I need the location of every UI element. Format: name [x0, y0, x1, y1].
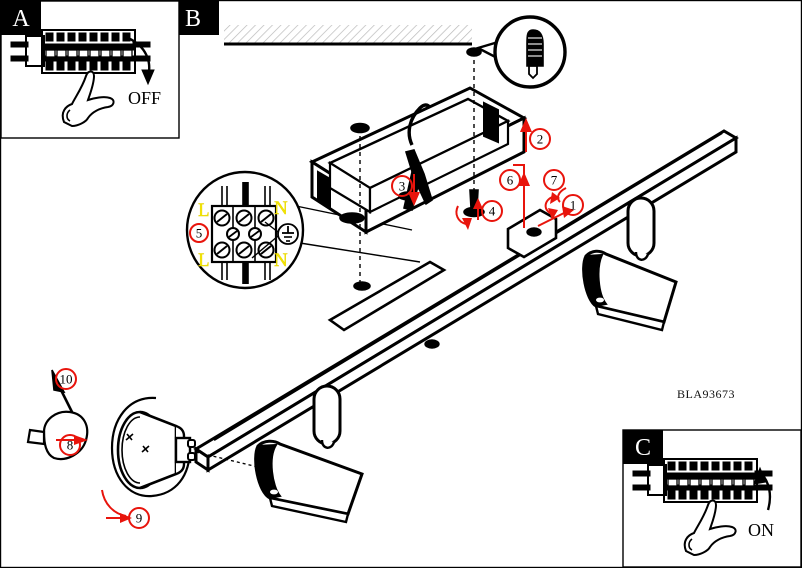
wall-anchor-icon [526, 29, 544, 80]
step-9-bubble [128, 507, 150, 529]
wall-plug-detail [474, 15, 567, 89]
earth-ground-symbol [251, 221, 299, 259]
step-2-bubble [529, 128, 551, 150]
terminal-leader-line [299, 242, 421, 263]
step-5-number: 5 [196, 226, 203, 241]
step-2-arrow [520, 118, 532, 152]
terminal-block-detail: L N L N 5 [185, 170, 305, 290]
panel-a-caption: OFF [128, 88, 161, 108]
breaker-switch-row-bottom [45, 61, 131, 71]
product-code: BLA93673 [677, 387, 735, 401]
spotlight-head-right [582, 196, 678, 332]
panel-c: C [622, 429, 802, 568]
step-7-number: 7 [551, 173, 558, 188]
step-3-bubble [391, 175, 413, 197]
terminal-label-n-bottom: N [274, 250, 288, 271]
step-6-number: 6 [507, 173, 514, 188]
panel-b: B [26, 1, 739, 529]
step-7-bubble [543, 169, 565, 191]
gu10-pin-upper [187, 439, 196, 448]
panel-a: A [0, 0, 180, 139]
step-8-bubble [59, 434, 81, 456]
panel-c-letter-box [623, 430, 663, 464]
step-8-number: 8 [67, 438, 74, 453]
step-4-bubble [481, 200, 503, 222]
off-arrow-head [141, 69, 155, 86]
terminal-label-l-top: L [198, 200, 210, 221]
step-2-number: 2 [537, 132, 544, 147]
bulb-insertion-path [195, 451, 263, 469]
spotlight-head-left [254, 384, 364, 524]
terminal-screws [213, 209, 275, 259]
rail-diffuser-strip [327, 260, 447, 332]
spotlight-right-stem [626, 196, 656, 258]
step-6-arrow [513, 164, 530, 228]
panel-a-letter-box [1, 1, 41, 35]
panel-b-letter: B [185, 6, 201, 32]
gu10-pin-lower [187, 452, 196, 461]
panel-c-caption: ON [748, 520, 774, 540]
terminal-label-l-bottom: L [198, 250, 210, 271]
mounting-screws [350, 47, 485, 291]
step-10-number: 10 [60, 372, 73, 387]
terminal-wires-bottom [221, 262, 271, 284]
hand-pointer-c [683, 499, 737, 557]
bulb-filament-marks [125, 433, 150, 453]
breaker-c-switch-row-mid [667, 478, 755, 487]
breaker-switch-row-mid [45, 49, 133, 58]
terminal-wires-top [221, 182, 271, 208]
circuit-breaker-a [10, 29, 151, 74]
breaker-c-switch-row-bottom [667, 490, 753, 500]
step-10-bubble [55, 368, 77, 390]
ceiling-surface [224, 25, 472, 46]
on-arrow-head [753, 466, 767, 485]
step-9-number: 9 [136, 511, 143, 526]
cover-ring-back [110, 396, 157, 498]
breaker-switch-row-top [45, 32, 131, 42]
gu10-base [174, 436, 192, 464]
mounting-screw-left [350, 122, 371, 291]
step-9-arrow [101, 489, 132, 523]
step-1-bubble [562, 194, 584, 216]
terminal-label-n-top: N [274, 198, 288, 219]
cover-removal-arrowhead [51, 369, 66, 394]
step-5-bubble [189, 223, 209, 243]
step-6-bubble [499, 169, 521, 191]
panel-b-letter-box [179, 1, 219, 35]
panel-c-letter: C [635, 435, 651, 461]
track-rail [193, 129, 739, 473]
step-4-arrow [455, 198, 483, 230]
step-3-number: 3 [399, 179, 406, 194]
supply-cable [407, 103, 432, 146]
spotlight-left-stem [312, 384, 342, 446]
breaker-c-switch-row-top [667, 461, 753, 471]
step-7-arrow [550, 187, 567, 204]
hand-pointer-a [61, 70, 115, 128]
step-3-arrow [408, 174, 420, 206]
step-1-number: 1 [570, 198, 577, 213]
step-4-number: 4 [489, 204, 496, 219]
panel-a-letter: A [12, 6, 30, 32]
